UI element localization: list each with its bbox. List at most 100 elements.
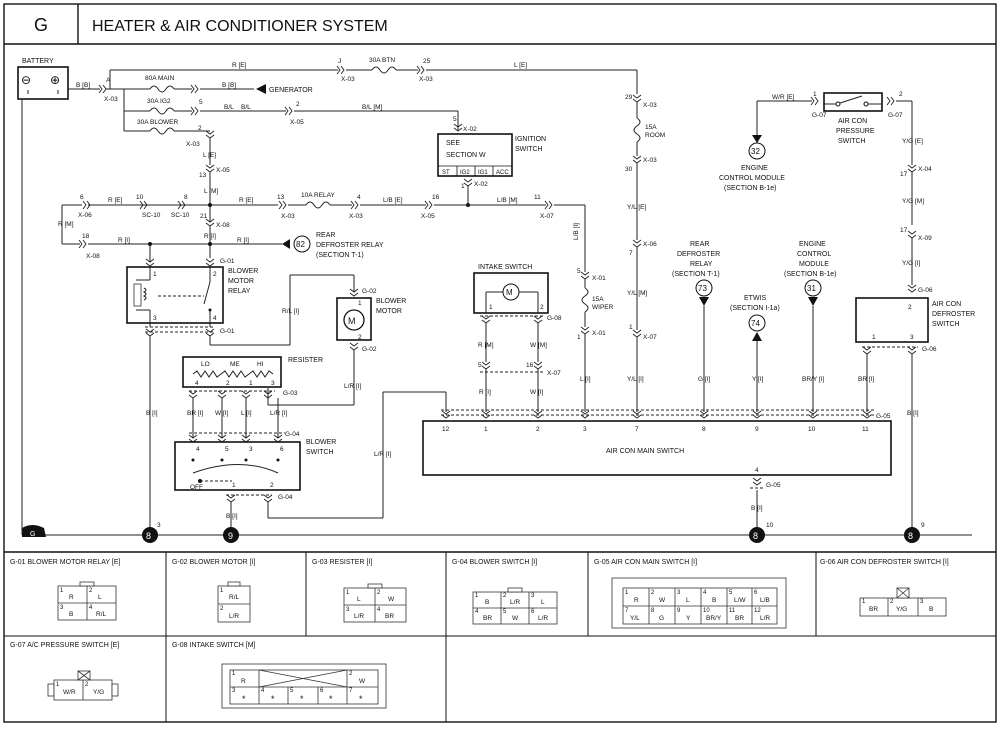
ground-point-8-right: 89 (904, 522, 925, 543)
svg-text:G-04 BLOWER SWITCH [I]: G-04 BLOWER SWITCH [I] (452, 559, 537, 566)
svg-text:G-07: G-07 (812, 112, 827, 119)
svg-text:2: 2 (213, 271, 217, 278)
svg-text:Y/G [I]: Y/G [I] (902, 260, 921, 267)
etwis-ref: ETWIS (SECTION I-1a) 74 (730, 295, 780, 341)
svg-text:R: R (634, 597, 639, 604)
svg-text:2: 2 (358, 334, 362, 341)
svg-text:1: 1 (358, 300, 362, 307)
svg-text:W/R: W/R (63, 689, 76, 696)
svg-text:G-02 BLOWER MOTOR [I]: G-02 BLOWER MOTOR [I] (172, 559, 256, 566)
svg-text:9: 9 (228, 531, 233, 541)
svg-text:4: 4 (213, 315, 217, 322)
svg-text:L: L (357, 596, 361, 603)
svg-text:1: 1 (461, 183, 465, 190)
svg-text:*: * (271, 694, 275, 704)
svg-text:BR [I]: BR [I] (187, 410, 203, 417)
svg-text:1: 1 (484, 426, 488, 433)
svg-text:Y/G [E]: Y/G [E] (902, 138, 923, 145)
svg-text:G-03 RESISTER [I]: G-03 RESISTER [I] (312, 559, 372, 566)
svg-text:1: 1 (872, 334, 876, 341)
svg-text:X-03: X-03 (643, 157, 657, 164)
svg-text:L/B: L/B (760, 597, 770, 604)
svg-text:8: 8 (184, 194, 188, 201)
svg-text:31: 31 (807, 284, 816, 293)
svg-text:B: B (485, 599, 489, 606)
svg-text:Y/L [I]: Y/L [I] (627, 376, 644, 383)
svg-text:B: B (69, 611, 73, 618)
svg-text:MOTOR: MOTOR (228, 278, 254, 285)
svg-text:13: 13 (199, 172, 207, 179)
svg-text:REAR: REAR (316, 232, 335, 239)
svg-text:DEFROSTER RELAY: DEFROSTER RELAY (316, 242, 384, 249)
svg-text:(SECTION T-1): (SECTION T-1) (316, 252, 364, 259)
svg-text:B/L: B/L (241, 104, 251, 111)
svg-text:G-03: G-03 (283, 390, 298, 397)
svg-text:Y/L [E]: Y/L [E] (627, 204, 646, 211)
svg-text:R [I]: R [I] (237, 237, 249, 244)
svg-text:L [I]: L [I] (580, 376, 591, 383)
blower-switch: 4 5 3 6 OFF 1 2 BLOWER SWITCH (174, 439, 336, 491)
svg-text:3: 3 (232, 688, 236, 694)
svg-text:L/B [M]: L/B [M] (497, 197, 518, 204)
svg-text:X-03: X-03 (643, 102, 657, 109)
svg-text:BR: BR (483, 615, 492, 622)
ground-point-8-mid: 810 (749, 522, 774, 543)
engine-control-module-31: ENGINE CONTROL MODULE (SECTION B-1e) 31 (784, 241, 837, 306)
svg-text:4: 4 (89, 605, 93, 611)
svg-text:32: 32 (751, 147, 760, 156)
svg-text:W: W (359, 678, 366, 685)
svg-text:Y: Y (686, 615, 691, 622)
svg-text:⊖: ⊖ (21, 73, 31, 87)
svg-text:X-01: X-01 (592, 275, 606, 282)
svg-text:7: 7 (625, 608, 629, 614)
svg-text:RELAY: RELAY (228, 288, 251, 295)
svg-text:2: 2 (349, 671, 353, 677)
svg-text:SC-10: SC-10 (142, 212, 161, 219)
svg-text:Y [I]: Y [I] (752, 376, 764, 383)
svg-text:(SECTION T-1): (SECTION T-1) (672, 271, 720, 278)
svg-text:12: 12 (754, 608, 761, 614)
svg-text:DEFROSTER: DEFROSTER (932, 311, 975, 318)
svg-text:SECTION W: SECTION W (446, 152, 486, 159)
svg-text:L/R: L/R (760, 615, 770, 622)
svg-text:Y/L [M]: Y/L [M] (627, 290, 648, 297)
svg-text:30: 30 (625, 166, 633, 173)
ground-symbol: G (22, 525, 46, 538)
svg-text:L: L (686, 597, 690, 604)
svg-text:73: 73 (698, 284, 707, 293)
svg-text:11: 11 (729, 608, 736, 614)
svg-text:21: 21 (200, 213, 208, 220)
svg-text:9: 9 (677, 608, 681, 614)
svg-text:W [I]: W [I] (215, 410, 229, 417)
svg-text:25: 25 (423, 58, 431, 65)
svg-text:R [I]: R [I] (479, 389, 491, 396)
svg-text:(SECTION I-1a): (SECTION I-1a) (730, 305, 780, 312)
svg-text:X-08: X-08 (216, 222, 230, 229)
svg-text:IGNITION: IGNITION (515, 136, 546, 143)
svg-text:L [E]: L [E] (514, 62, 527, 69)
svg-text:G: G (659, 615, 664, 622)
connector-g02: G-02 BLOWER MOTOR [I] 1R/L 2L/R (172, 559, 256, 623)
svg-text:INTAKE SWITCH: INTAKE SWITCH (478, 264, 532, 271)
svg-text:R/L [I]: R/L [I] (282, 308, 299, 315)
svg-text:G-02: G-02 (362, 346, 377, 353)
svg-text:74: 74 (751, 319, 760, 328)
svg-text:4: 4 (196, 446, 200, 453)
svg-text:3: 3 (153, 315, 157, 322)
svg-text:1: 1 (813, 91, 817, 98)
svg-text:1: 1 (475, 593, 479, 599)
svg-text:*: * (329, 694, 333, 704)
svg-text:Y/G [M]: Y/G [M] (902, 198, 924, 205)
svg-text:G-08 INTAKE SWITCH [M]: G-08 INTAKE SWITCH [M] (172, 642, 256, 649)
svg-text:BR/Y [I]: BR/Y [I] (802, 376, 824, 383)
svg-text:13: 13 (277, 194, 285, 201)
svg-text:B: B (929, 606, 933, 613)
air-con-pressure-switch: AIR CON PRESSURE SWITCH (823, 92, 883, 145)
svg-text:1: 1 (232, 482, 236, 489)
rear-defroster-relay-73: REAR DEFROSTER RELAY (SECTION T-1) 73 (672, 241, 720, 306)
blower-motor: 1 2 M BLOWER MOTOR (336, 297, 406, 341)
svg-text:1: 1 (346, 590, 350, 596)
svg-text:G-02: G-02 (362, 288, 377, 295)
svg-text:3: 3 (920, 599, 924, 605)
svg-text:W [I]: W [I] (530, 389, 544, 396)
